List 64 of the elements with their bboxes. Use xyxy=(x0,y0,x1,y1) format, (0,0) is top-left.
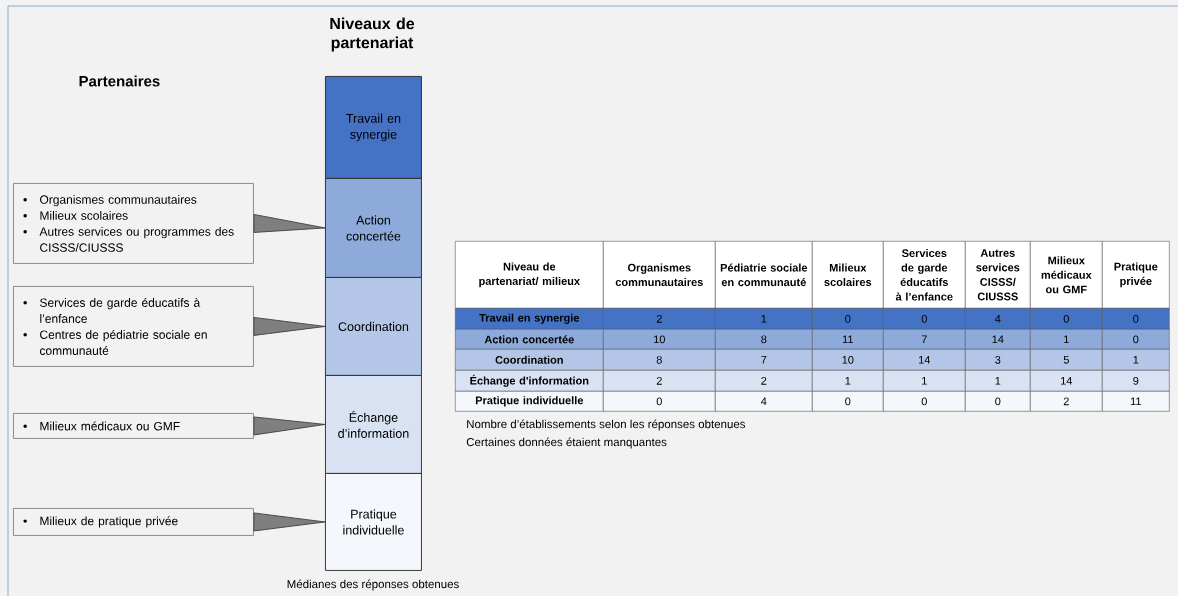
table-header-cell: Services de garde éducatifs à l’enfance xyxy=(883,241,966,309)
level-box: Travail en synergie xyxy=(325,76,422,179)
table-cell: 0 xyxy=(812,308,884,330)
table-cell: 4 xyxy=(965,308,1031,330)
level-box: Coordination xyxy=(325,277,422,376)
table-cell: 0 xyxy=(1102,308,1170,330)
table-cell: 1 xyxy=(715,308,813,330)
table-cell: 2 xyxy=(715,370,813,392)
title: Niveaux de partenariat xyxy=(330,17,415,52)
table-cell: 8 xyxy=(603,349,716,371)
table-cell: 0 xyxy=(603,391,716,412)
partner-box: Milieux de pratique privée xyxy=(13,508,254,536)
partner-box: Organismes communautaires Milieux scolaires Autres services ou programmes des CISSS/CIUSSS xyxy=(13,183,254,264)
table-cell: 1 xyxy=(812,370,884,392)
row-header-cell: Travail en synergie xyxy=(455,308,604,330)
table-cell: 3 xyxy=(965,349,1031,371)
pointer-arrow xyxy=(253,416,326,436)
table-cell: 10 xyxy=(603,329,716,350)
table-header-cell: Niveau de partenariat/ milieux xyxy=(455,241,604,309)
table-cell: 4 xyxy=(715,391,813,412)
table-cell: 14 xyxy=(883,349,966,371)
table-cell: 14 xyxy=(965,329,1031,350)
table-header-cell: Autres services CISSS/ CIUSSS xyxy=(965,241,1031,309)
partner-box: Services de garde éducatifs à l’enfance Centres de pédiatrie sociale en communauté xyxy=(13,286,254,367)
table-cell: 0 xyxy=(812,391,884,412)
table-cell: 1 xyxy=(883,370,966,392)
table-cell: 2 xyxy=(603,370,716,392)
table-header-cell: Milieux scolaires xyxy=(812,241,884,309)
table-cell: 11 xyxy=(1102,391,1170,412)
table-header-cell: Pédiatrie sociale en communauté xyxy=(715,241,813,309)
table-cell: 5 xyxy=(1030,349,1103,371)
pointer-arrow xyxy=(253,214,326,233)
table-cell: 0 xyxy=(883,308,966,330)
table-cell: 2 xyxy=(1030,391,1103,412)
level-box: Échange d’information xyxy=(325,375,422,474)
table-header-cell: Organismes communautaires xyxy=(603,241,716,309)
pointer-arrow xyxy=(253,512,326,532)
table-cell: 8 xyxy=(715,329,813,350)
table-cell: 1 xyxy=(965,370,1031,392)
table-cell: 0 xyxy=(1030,308,1103,330)
row-header-cell: Pratique individuelle xyxy=(455,391,604,412)
table-cell: 2 xyxy=(603,308,716,330)
level-box: Pratique individuelle xyxy=(325,473,422,571)
table-cell: 7 xyxy=(883,329,966,350)
row-header-cell: Coordination xyxy=(455,349,604,371)
table-note: Nombre d’établissements selon les réponses obtenues xyxy=(467,419,746,431)
table-note: Certaines données étaient manquantes xyxy=(466,437,667,449)
heading: Partenaires xyxy=(79,75,160,87)
row-header-cell: Action concertée xyxy=(455,329,604,350)
partner-box: Milieux médicaux ou GMF xyxy=(13,413,254,439)
level-box: Action concertée xyxy=(325,178,422,278)
table-header-cell: Milieux médicaux ou GMF xyxy=(1030,241,1103,309)
table-cell: 1 xyxy=(1102,349,1170,371)
table-cell: 14 xyxy=(1030,370,1103,392)
table-cell: 1 xyxy=(1030,329,1103,350)
table-cell: 0 xyxy=(883,391,966,412)
table-cell: 9 xyxy=(1102,370,1170,392)
table-cell: 10 xyxy=(812,349,884,371)
table-cell: 11 xyxy=(812,329,884,350)
table-cell: 0 xyxy=(965,391,1031,412)
table-cell: 0 xyxy=(1102,329,1170,350)
table-cell: 7 xyxy=(715,349,813,371)
table-header-cell: Pratique privée xyxy=(1102,241,1170,309)
row-header-cell: Échange d'information xyxy=(455,370,604,392)
